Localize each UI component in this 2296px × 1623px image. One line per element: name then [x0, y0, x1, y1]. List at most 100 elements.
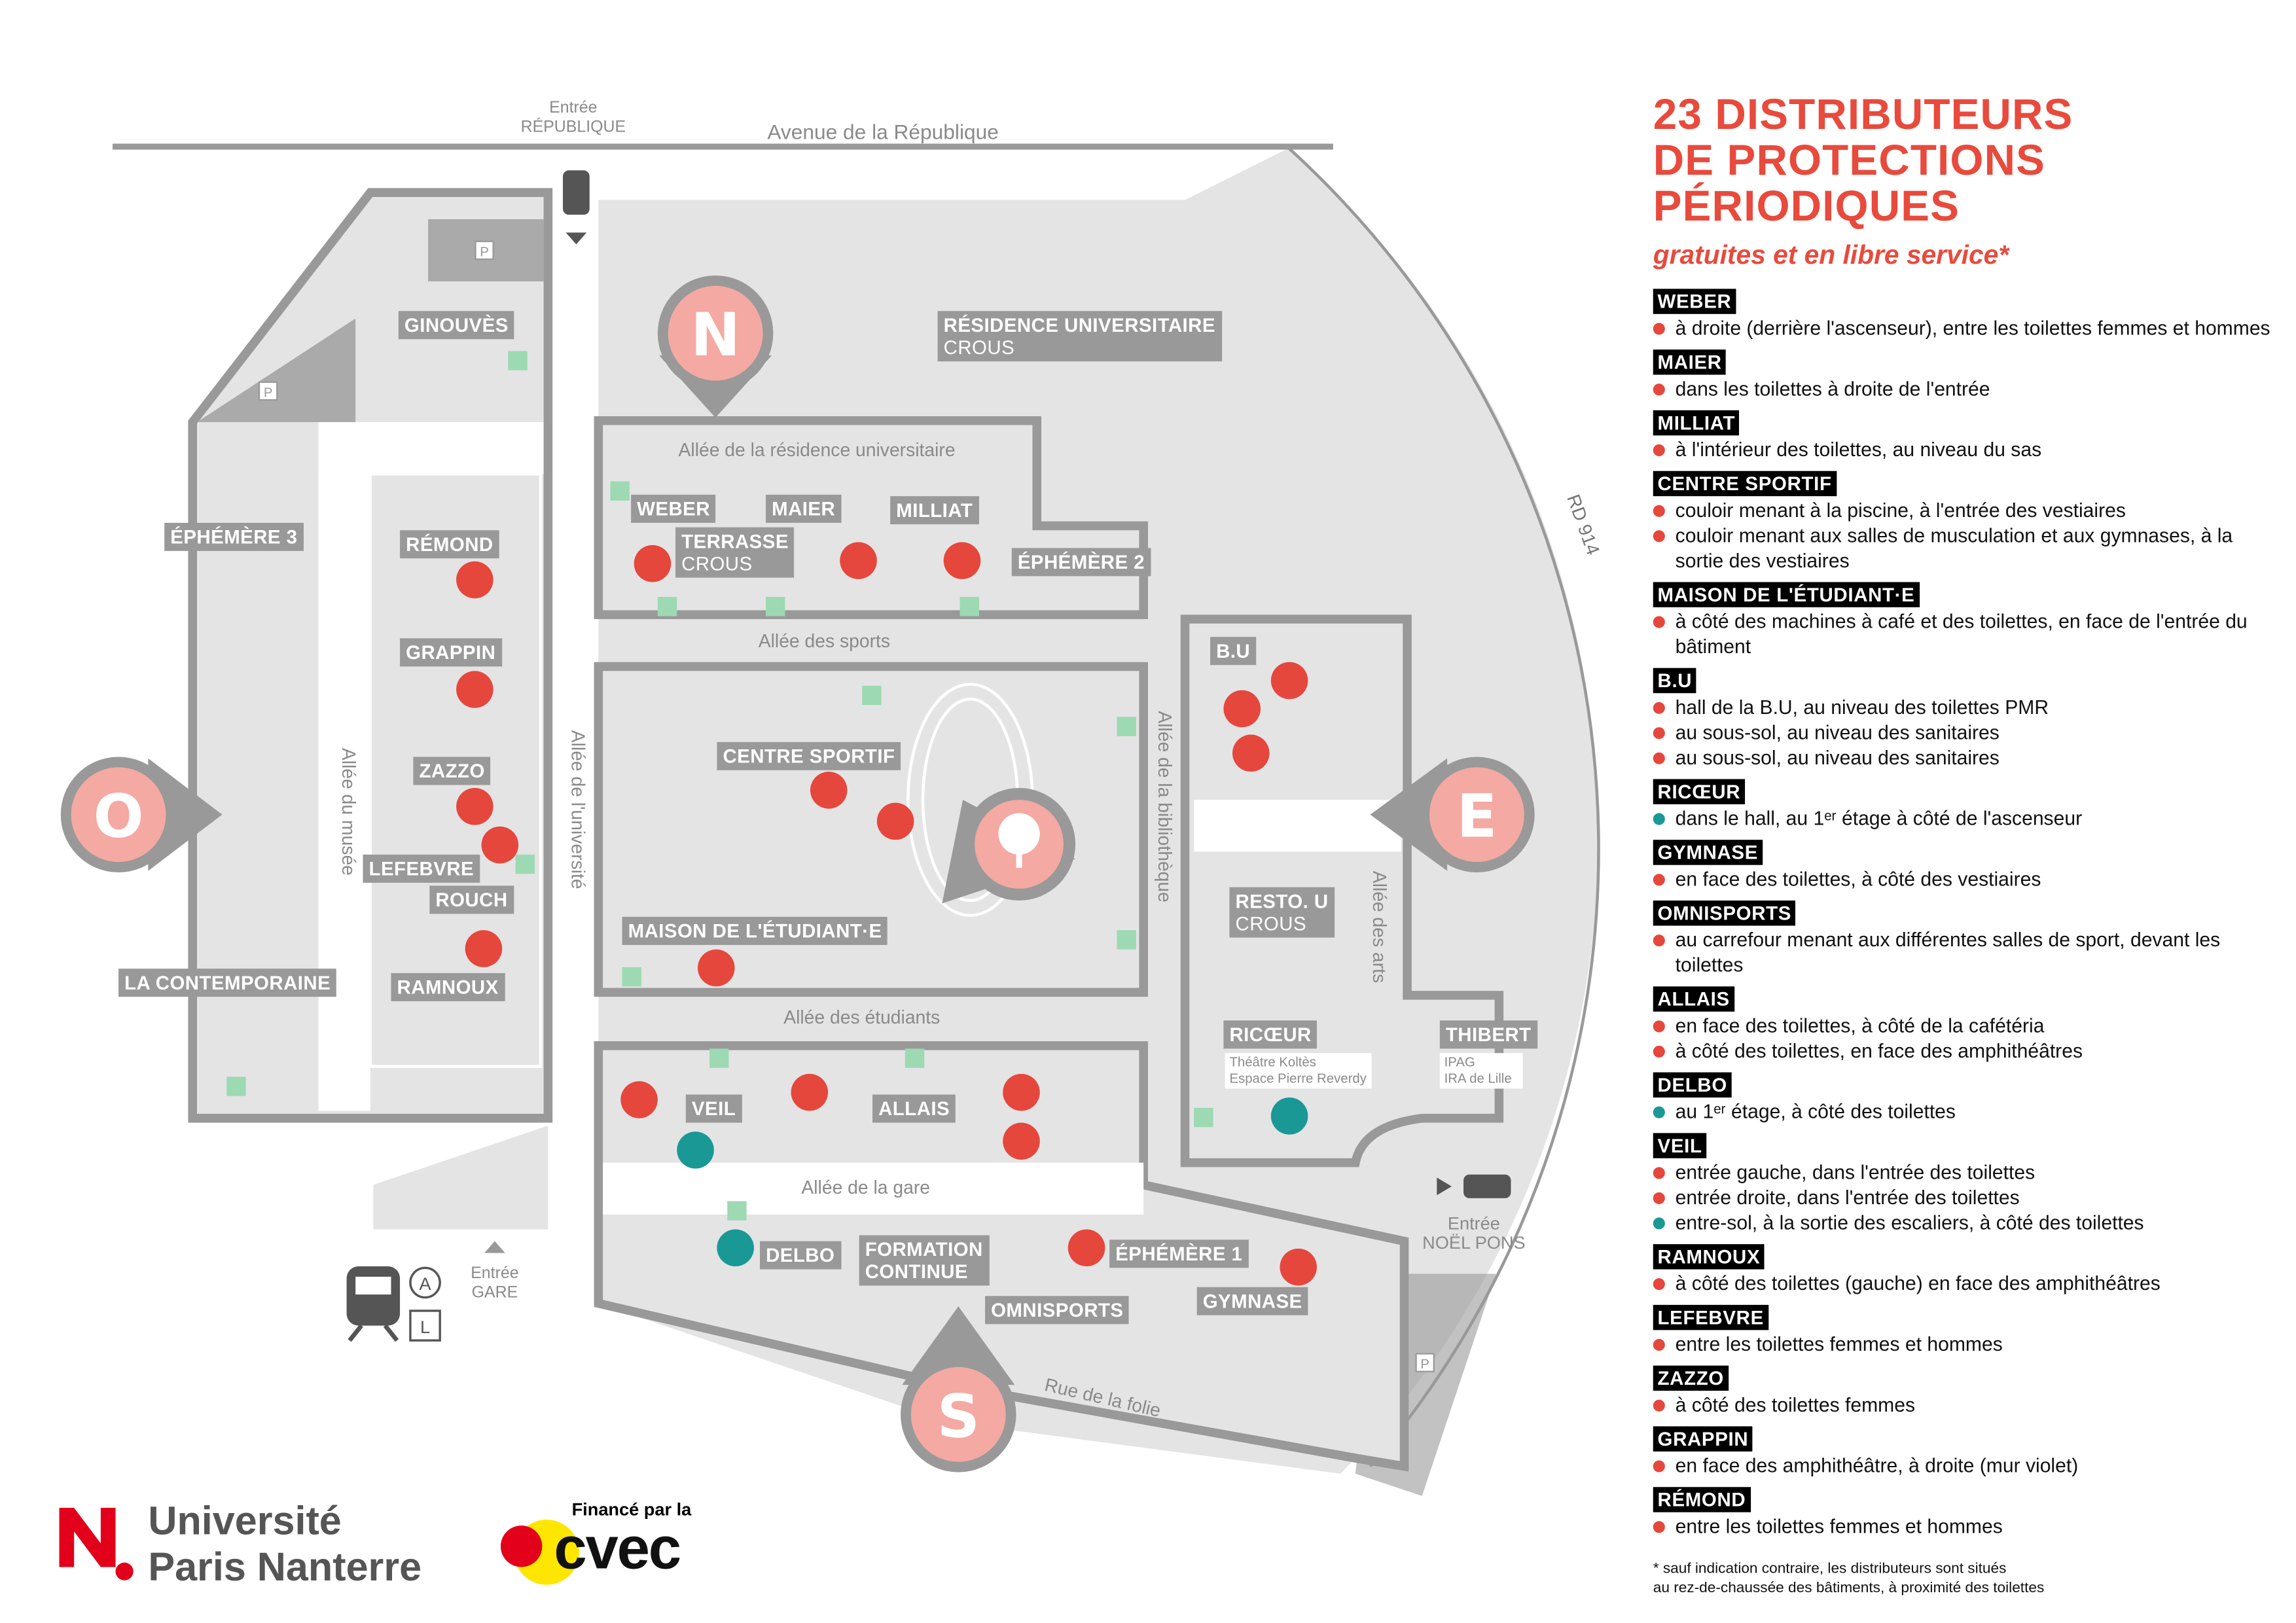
legend-item-text: au 1ᵉʳ étage, à côté des toilettes — [1675, 1100, 1956, 1123]
building-lefebvre: LEFEBVRE — [363, 854, 480, 883]
distributor-milliat[interactable] — [942, 541, 980, 579]
legend-item-text: entrée gauche, dans l'entrée des toilett… — [1675, 1161, 2036, 1184]
building-tag: MAIER — [1653, 349, 1727, 375]
train-icon — [346, 1266, 401, 1342]
distributor-veil-1[interactable] — [620, 1080, 657, 1118]
teal-bullet-icon — [1653, 813, 1665, 825]
legend-item-text: au sous-sol, au niveau des sanitaires — [1675, 746, 2000, 769]
rd914-road — [1287, 147, 1600, 1468]
distributor-omnisports[interactable] — [1067, 1228, 1105, 1266]
distributor-allais-2[interactable] — [1002, 1122, 1039, 1159]
logo-text-2: Paris Nanterre — [148, 1544, 422, 1590]
distributor-centre-sportif-2[interactable] — [876, 802, 914, 840]
legend-item-text: au carrefour menant aux différentes sall… — [1675, 929, 2221, 976]
red-bullet-icon — [1653, 505, 1665, 517]
building-tag: MILLIAT — [1653, 410, 1740, 436]
legend-item-text: à côté des machines à café et des toilet… — [1675, 610, 2248, 658]
distributor-grappin[interactable] — [455, 670, 493, 707]
legend-item-text: à l'intérieur des toilettes, au niveau d… — [1675, 438, 2042, 461]
legend-item: au sous-sol, au niveau des sanitaires — [1653, 745, 2276, 770]
red-bullet-icon — [1653, 727, 1665, 740]
legend-item-text: en face des amphithéâtre, à droite (mur … — [1675, 1454, 2079, 1477]
legend-item: dans le hall, au 1ᵉʳ étage à côté de l'a… — [1653, 806, 2276, 830]
legend-item-text: entre les toilettes femmes et hommes — [1675, 1515, 2003, 1538]
building-delbo: DELBO — [760, 1241, 841, 1270]
distributor-allais-1[interactable] — [1002, 1073, 1039, 1111]
red-bullet-icon — [1653, 874, 1665, 886]
distributor-delbo[interactable] — [716, 1228, 753, 1266]
legend-item-text: entre les toilettes femmes et hommes — [1675, 1332, 2003, 1355]
building-ramnoux: RAMNOUX — [391, 972, 505, 1001]
park-tree-pin — [942, 788, 1076, 904]
distributor-remond[interactable] — [455, 560, 493, 598]
distributor-veil-2[interactable] — [790, 1073, 827, 1111]
distributor-ricoeur[interactable] — [1270, 1096, 1308, 1134]
campus-map: N O E S A L P P P — [60, 143, 1600, 1496]
distributor-lefebvre[interactable] — [480, 825, 518, 863]
legend-item-text: hall de la B.U, au niveau des toilettes … — [1675, 696, 2049, 719]
legend-item-text: en face des toilettes, à côté de la café… — [1675, 1014, 2045, 1037]
distributor-ramnoux[interactable] — [464, 929, 502, 967]
legend-item-text: à droite (derrière l'ascenseur), entre l… — [1675, 317, 2270, 340]
building-maier: MAIER — [766, 494, 842, 523]
building-tag: RAMNOUX — [1653, 1244, 1765, 1270]
building-weber: WEBER — [631, 494, 717, 523]
legend-item: au carrefour menant aux différentes sall… — [1653, 927, 2276, 978]
building-omnisports: OMNISPORTS — [985, 1296, 1130, 1325]
line-l-icon: L — [409, 1310, 441, 1342]
car-icon — [563, 170, 590, 245]
red-bullet-icon — [1653, 1338, 1665, 1351]
pin-south-letter: S — [937, 1382, 980, 1451]
distributor-gymnase[interactable] — [1279, 1247, 1316, 1285]
legend-item: couloir menant à la piscine, à l'entrée … — [1653, 497, 2276, 522]
building-rouch: ROUCH — [429, 885, 514, 914]
distributor-veil-3[interactable] — [676, 1130, 713, 1168]
red-bullet-icon — [1653, 1045, 1665, 1058]
distributor-maier[interactable] — [839, 541, 876, 579]
legend-item: à côté des machines à café et des toilet… — [1653, 609, 2276, 659]
distributor-bu-2[interactable] — [1223, 689, 1260, 727]
red-bullet-icon — [1653, 752, 1665, 764]
distributor-maison-etudiant[interactable] — [696, 948, 734, 986]
distributor-centre-sportif-1[interactable] — [809, 770, 847, 808]
distributor-bu-3[interactable] — [1231, 734, 1269, 771]
legend-item: entre les toilettes femmes et hommes — [1653, 1332, 2276, 1357]
legend-item: hall de la B.U, au niveau des toilettes … — [1653, 694, 2276, 719]
red-bullet-icon — [1653, 1167, 1665, 1179]
bike-parking-icons — [226, 351, 1213, 1221]
distributor-weber[interactable] — [633, 544, 671, 582]
building-bu: B.U — [1210, 637, 1257, 666]
red-bullet-icon — [1653, 1192, 1665, 1204]
red-bullet-icon — [1653, 1521, 1665, 1533]
building-grappin: GRAPPIN — [400, 638, 502, 667]
parking-icon: P — [264, 386, 273, 401]
red-bullet-icon — [1653, 1020, 1665, 1033]
svg-text:L: L — [420, 1317, 430, 1337]
distributor-bu-1[interactable] — [1270, 661, 1308, 699]
gare-arrow-icon — [484, 1241, 505, 1253]
building-thibert: THIBERT — [1439, 1020, 1537, 1049]
legend-item: couloir menant aux salles de musculation… — [1653, 523, 2276, 573]
distributor-zazzo[interactable] — [455, 787, 493, 825]
pin-west: O — [60, 757, 223, 873]
parking-icons — [258, 240, 1435, 1372]
legend-item-text: entre-sol, à la sortie des escaliers, à … — [1675, 1211, 2144, 1234]
south-block — [594, 1041, 1409, 1472]
